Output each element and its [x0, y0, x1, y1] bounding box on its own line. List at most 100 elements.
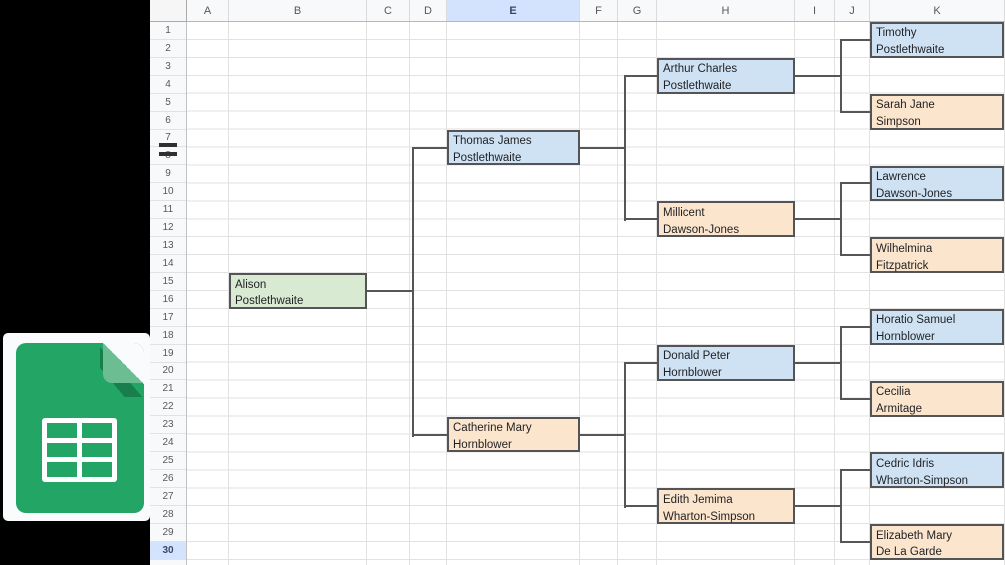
connector	[840, 38, 870, 41]
connector	[840, 182, 842, 257]
node-arthur[interactable]: Arthur Charles Postlethwaite	[657, 57, 795, 94]
column-header-g[interactable]: G	[618, 0, 657, 21]
column-headers: A B C D E F G H I J K	[187, 0, 1005, 22]
node-surname: Postlethwaite	[453, 151, 522, 164]
google-sheets-logo[interactable]	[3, 333, 150, 521]
node-millicent[interactable]: Millicent Dawson-Jones	[657, 201, 795, 238]
connector	[624, 361, 626, 508]
row-resize-handle[interactable]	[159, 151, 177, 156]
row-header[interactable]: 14	[150, 255, 186, 273]
connector	[840, 397, 870, 400]
node-surname: Dawson-Jones	[876, 187, 953, 200]
select-all-corner[interactable]	[150, 0, 187, 22]
row-header[interactable]: 20	[150, 363, 186, 381]
row-header[interactable]: 2	[150, 40, 186, 58]
row-header[interactable]: 13	[150, 237, 186, 255]
row-header[interactable]: 25	[150, 452, 186, 471]
row-header[interactable]: 11	[150, 201, 186, 220]
column-header-h[interactable]: H	[657, 0, 795, 21]
row-header[interactable]: 22	[150, 398, 186, 417]
row-header[interactable]: 28	[150, 506, 186, 524]
node-surname: Hornblower	[453, 438, 512, 451]
column-header-e[interactable]: E	[447, 0, 580, 21]
row-header[interactable]: 26	[150, 470, 186, 488]
column-header-a[interactable]: A	[187, 0, 229, 21]
node-given-name: Horatio Samuel	[876, 314, 956, 327]
connector	[840, 469, 870, 472]
row-header[interactable]: 27	[150, 488, 186, 506]
node-given-name: Edith Jemima	[663, 493, 733, 506]
row-header[interactable]: 3	[150, 58, 186, 76]
column-header-k[interactable]: K	[870, 0, 1005, 21]
connector	[580, 146, 626, 149]
row-header[interactable]: 15	[150, 273, 186, 291]
connector	[795, 505, 841, 508]
connector	[840, 110, 870, 113]
connector	[795, 74, 841, 77]
connector	[795, 361, 841, 364]
connector	[840, 254, 870, 257]
node-surname: Hornblower	[876, 331, 935, 344]
column-header-c[interactable]: C	[367, 0, 410, 21]
connector	[624, 74, 626, 221]
node-donald[interactable]: Donald Peter Hornblower	[657, 344, 795, 381]
row-header[interactable]: 10	[150, 183, 186, 202]
node-cecilia[interactable]: Cecilia Armitage	[870, 380, 1004, 417]
node-thomas[interactable]: Thomas James Postlethwaite	[447, 129, 580, 166]
row-header[interactable]: 9	[150, 165, 186, 184]
column-header-b[interactable]: B	[229, 0, 367, 21]
node-surname: Hornblower	[663, 367, 722, 380]
column-header-f[interactable]: F	[580, 0, 618, 21]
row-header[interactable]: 6	[150, 112, 186, 130]
node-given-name: Donald Peter	[663, 350, 731, 363]
node-sarah[interactable]: Sarah Jane Simpson	[870, 93, 1004, 130]
row-header[interactable]: 18	[150, 327, 186, 345]
node-alison[interactable]: Alison Postlethwaite	[229, 273, 367, 309]
column-header-j[interactable]: J	[835, 0, 870, 21]
row-resize-handle[interactable]	[159, 143, 177, 147]
connector	[840, 38, 842, 113]
row-header[interactable]: 21	[150, 380, 186, 399]
row-header[interactable]: 23	[150, 416, 186, 435]
row-header[interactable]: 16	[150, 291, 186, 309]
connector	[412, 146, 447, 149]
node-given-name: Wilhelmina	[876, 242, 933, 255]
row-header[interactable]: 5	[150, 94, 186, 112]
row-header[interactable]: 8	[150, 147, 186, 166]
fold-flap	[103, 343, 143, 383]
row-header[interactable]: 12	[150, 219, 186, 238]
node-surname: Postlethwaite	[663, 80, 732, 93]
node-given-name: Timothy	[876, 27, 917, 40]
node-given-name: Elizabeth Mary	[876, 529, 953, 542]
row-header[interactable]: 17	[150, 309, 186, 327]
row-header[interactable]: 29	[150, 524, 186, 542]
node-surname: Dawson-Jones	[663, 223, 740, 236]
connector	[412, 146, 414, 437]
node-surname: Postlethwaite	[235, 295, 304, 308]
connector	[412, 433, 447, 436]
connector	[840, 182, 870, 185]
connector	[580, 433, 626, 436]
node-elizabeth[interactable]: Elizabeth Mary De La Garde	[870, 524, 1004, 560]
node-horatio[interactable]: Horatio Samuel Hornblower	[870, 308, 1004, 345]
sheets-table-icon	[42, 418, 117, 482]
node-surname: Fitzpatrick	[876, 259, 929, 272]
node-lawrence[interactable]: Lawrence Dawson-Jones	[870, 165, 1004, 202]
node-given-name: Arthur Charles	[663, 63, 738, 76]
connector	[840, 325, 842, 400]
node-catherine[interactable]: Catherine Mary Hornblower	[447, 416, 580, 453]
node-wilhelmina[interactable]: Wilhelmina Fitzpatrick	[870, 237, 1004, 274]
column-header-d[interactable]: D	[410, 0, 447, 21]
connector	[840, 469, 842, 544]
node-cedric[interactable]: Cedric Idris Wharton-Simpson	[870, 452, 1004, 489]
row-header[interactable]: 4	[150, 76, 186, 94]
row-header[interactable]: 19	[150, 345, 186, 363]
column-header-i[interactable]: I	[795, 0, 835, 21]
row-header-active[interactable]: 30	[150, 541, 186, 560]
node-timothy[interactable]: Timothy Postlethwaite	[870, 22, 1004, 58]
row-header[interactable]: 24	[150, 434, 186, 453]
node-surname: Wharton-Simpson	[876, 474, 969, 487]
row-header[interactable]: 1	[150, 22, 186, 40]
node-edith[interactable]: Edith Jemima Wharton-Simpson	[657, 488, 795, 525]
node-given-name: Millicent	[663, 206, 705, 219]
